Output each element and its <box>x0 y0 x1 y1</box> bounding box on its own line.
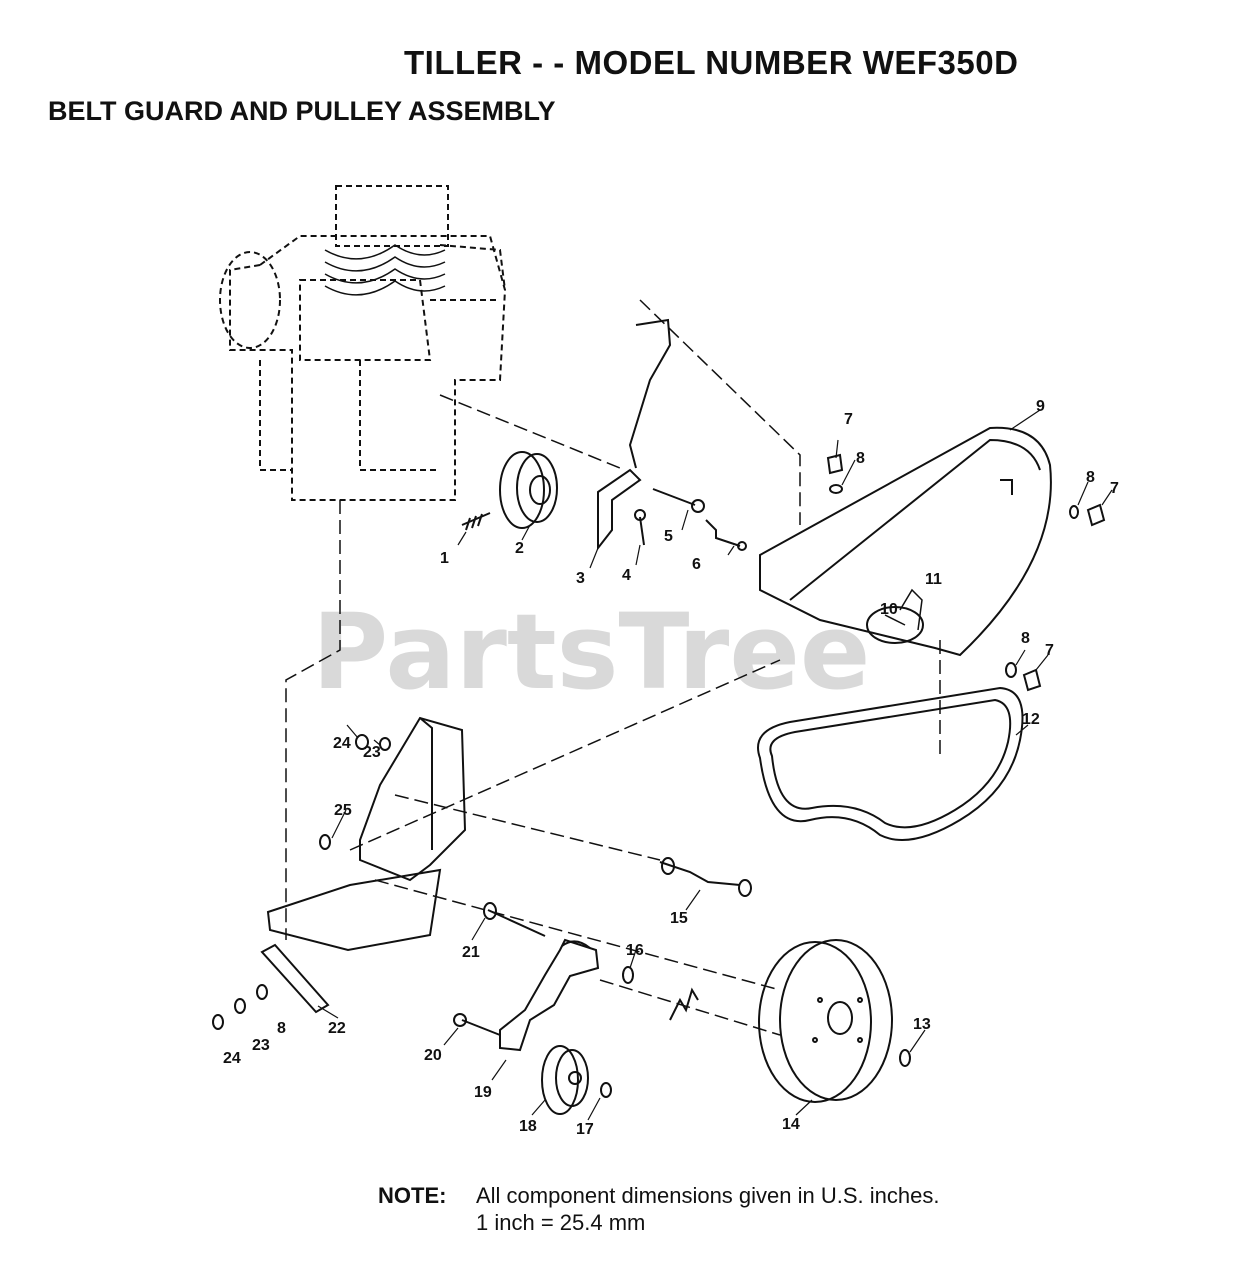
callout-8d: 8 <box>277 1020 286 1037</box>
hardware-23-b <box>234 998 246 1014</box>
part-8-washer-b <box>1069 505 1079 519</box>
callout-24b: 24 <box>223 1050 241 1067</box>
part-9-belt-guard <box>759 426 1052 657</box>
note-label: NOTE: <box>378 1183 447 1208</box>
part-12-v-belt <box>757 686 1024 841</box>
part-2-engine-pulley <box>499 451 558 529</box>
part-8-washer-c <box>1005 662 1017 678</box>
callout-8b: 8 <box>1086 469 1095 486</box>
note-line-1: All component dimensions given in U.S. i… <box>476 1183 940 1208</box>
part-7-nut-a <box>826 453 844 475</box>
hardware-23-a <box>379 737 391 751</box>
callout-16: 16 <box>626 942 644 959</box>
callout-12: 12 <box>1022 711 1040 728</box>
part-14-large-pulley <box>758 939 893 1103</box>
part-7-nut-b <box>1086 503 1106 527</box>
callout-21: 21 <box>462 944 480 961</box>
part-17-nut <box>600 1082 612 1098</box>
part-1-set-screw <box>461 512 491 531</box>
callout-22: 22 <box>328 1020 346 1037</box>
watermark-text: PartsTree <box>312 591 870 713</box>
callout-7b: 7 <box>1110 480 1119 497</box>
hardware-24-b <box>212 1014 224 1030</box>
hardware-24-a <box>355 734 369 750</box>
callout-20: 20 <box>424 1047 442 1064</box>
callout-10: 10 <box>880 601 898 618</box>
callout-6: 6 <box>692 556 701 573</box>
part-6-rod <box>705 519 747 551</box>
hardware-25 <box>319 834 331 850</box>
transmission-housing <box>266 716 467 952</box>
callout-24a: 24 <box>333 735 351 752</box>
diagram-subtitle: BELT GUARD AND PULLEY ASSEMBLY <box>48 96 556 126</box>
assembly-lines <box>285 299 941 1036</box>
callout-19: 19 <box>474 1084 492 1101</box>
part-13-snap-ring <box>899 1049 911 1067</box>
engine-phantom <box>219 185 507 501</box>
part-19-idler-arm <box>499 938 600 1052</box>
part-8-washer-a <box>829 484 843 494</box>
part-10-11-latch <box>884 588 923 631</box>
callout-7a: 7 <box>844 411 853 428</box>
part-22-bracket <box>260 943 330 1014</box>
callout-25: 25 <box>334 802 352 819</box>
part-20-bolt <box>453 1013 501 1036</box>
part-5-bolt <box>652 488 705 513</box>
callout-8a: 8 <box>856 450 865 467</box>
part-7-nut-c <box>1022 668 1042 692</box>
callout-4: 4 <box>622 567 631 584</box>
part-21-shaft <box>483 902 546 937</box>
callout-7c: 7 <box>1045 642 1054 659</box>
callout-9: 9 <box>1036 398 1045 415</box>
callout-14: 14 <box>782 1116 800 1133</box>
hardware-8-d <box>256 984 268 1000</box>
callout-15: 15 <box>670 910 688 927</box>
callout-13: 13 <box>913 1016 931 1033</box>
callout-3: 3 <box>576 570 585 587</box>
part-3-bracket <box>597 318 672 551</box>
callout-8c: 8 <box>1021 630 1030 647</box>
callout-labels: 1 2 3 4 5 6 7 8 9 8 7 11 10 8 7 12 24 23… <box>223 398 1119 1138</box>
callout-17: 17 <box>576 1121 594 1138</box>
callout-23a: 23 <box>363 744 381 761</box>
callout-5: 5 <box>664 528 673 545</box>
part-18-idler-pulley <box>541 1045 589 1115</box>
callout-2: 2 <box>515 540 524 557</box>
part-16-spring <box>622 966 699 1021</box>
callout-11: 11 <box>925 571 942 588</box>
leader-lines <box>317 409 1113 1121</box>
callout-23b: 23 <box>252 1037 270 1054</box>
part-4-screw <box>634 509 646 546</box>
part-15-idler-rod <box>659 857 752 897</box>
diagram-title: TILLER - - MODEL NUMBER WEF350D <box>404 44 1019 81</box>
engine-fins <box>324 244 446 296</box>
note-line-2: 1 inch = 25.4 mm <box>476 1210 646 1235</box>
callout-1: 1 <box>440 550 449 567</box>
callout-18: 18 <box>519 1118 537 1135</box>
